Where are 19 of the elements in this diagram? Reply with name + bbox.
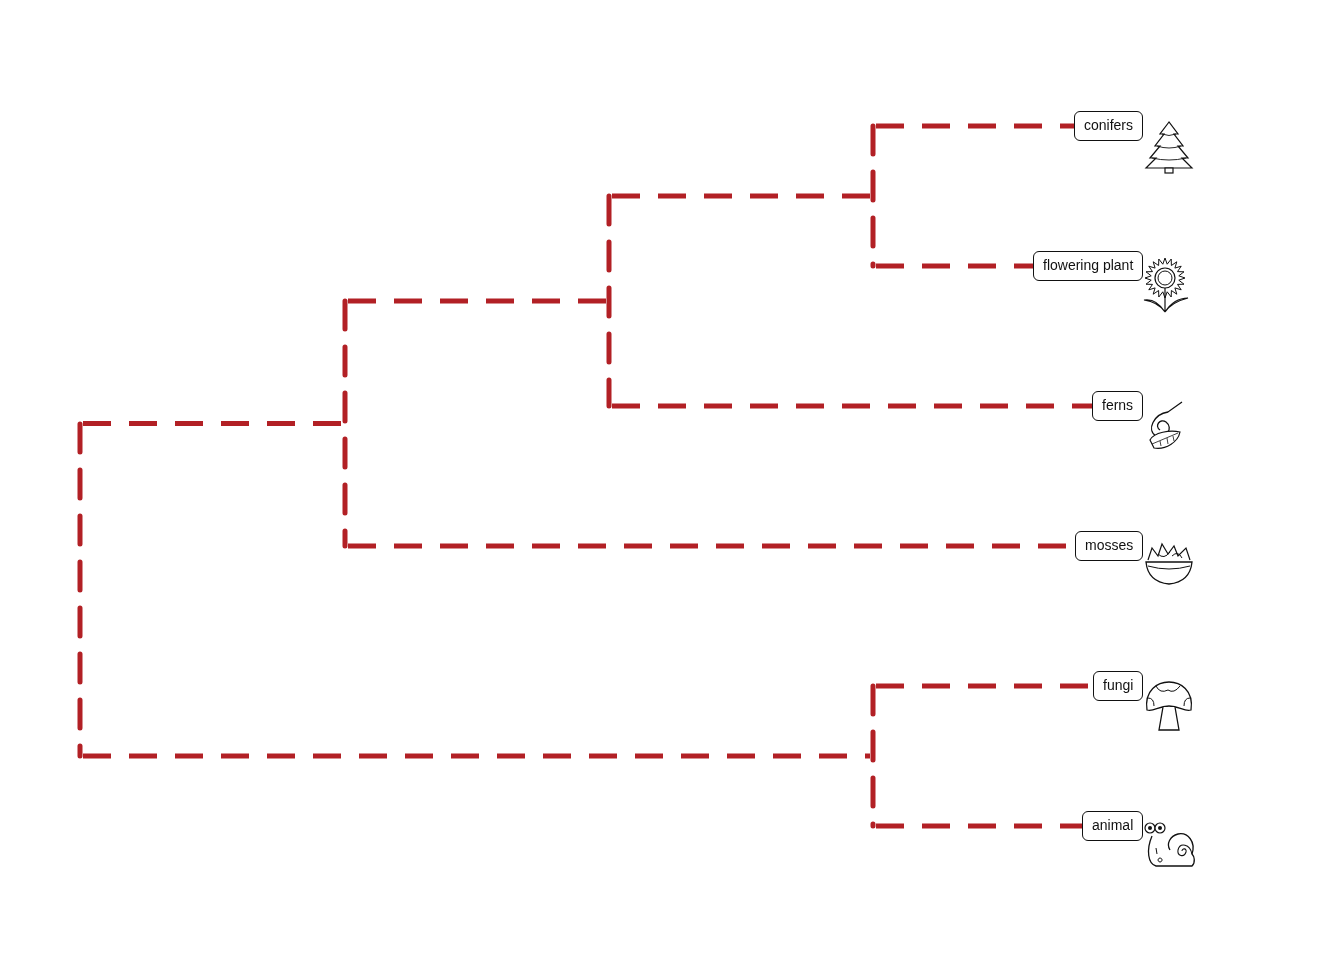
taxon-label: fungi (1093, 671, 1144, 701)
taxon-label: mosses (1075, 531, 1144, 561)
taxon-label: conifers (1074, 111, 1144, 141)
dashed-vertical-branch-line (342, 298, 348, 549)
dashed-vertical-branch-line (870, 683, 876, 829)
dashed-vertical-branch-line (77, 421, 83, 759)
dashed-branch-line (348, 298, 606, 304)
taxon-label: animal (1082, 811, 1144, 841)
dashed-branch-line (612, 403, 1092, 409)
dashed-branch-line (612, 193, 870, 199)
dashed-vertical-branch-line (870, 123, 876, 269)
dashed-branch-line (876, 123, 1074, 129)
taxon-label: ferns (1092, 391, 1144, 421)
dashed-vertical-branch-line (606, 193, 612, 409)
dashed-branch-line (876, 823, 1082, 829)
taxon-label: flowering plant (1033, 251, 1144, 281)
dashed-branch-line (83, 753, 870, 759)
dashed-branch-line (876, 263, 1033, 269)
dashed-branch-line (83, 421, 342, 426)
